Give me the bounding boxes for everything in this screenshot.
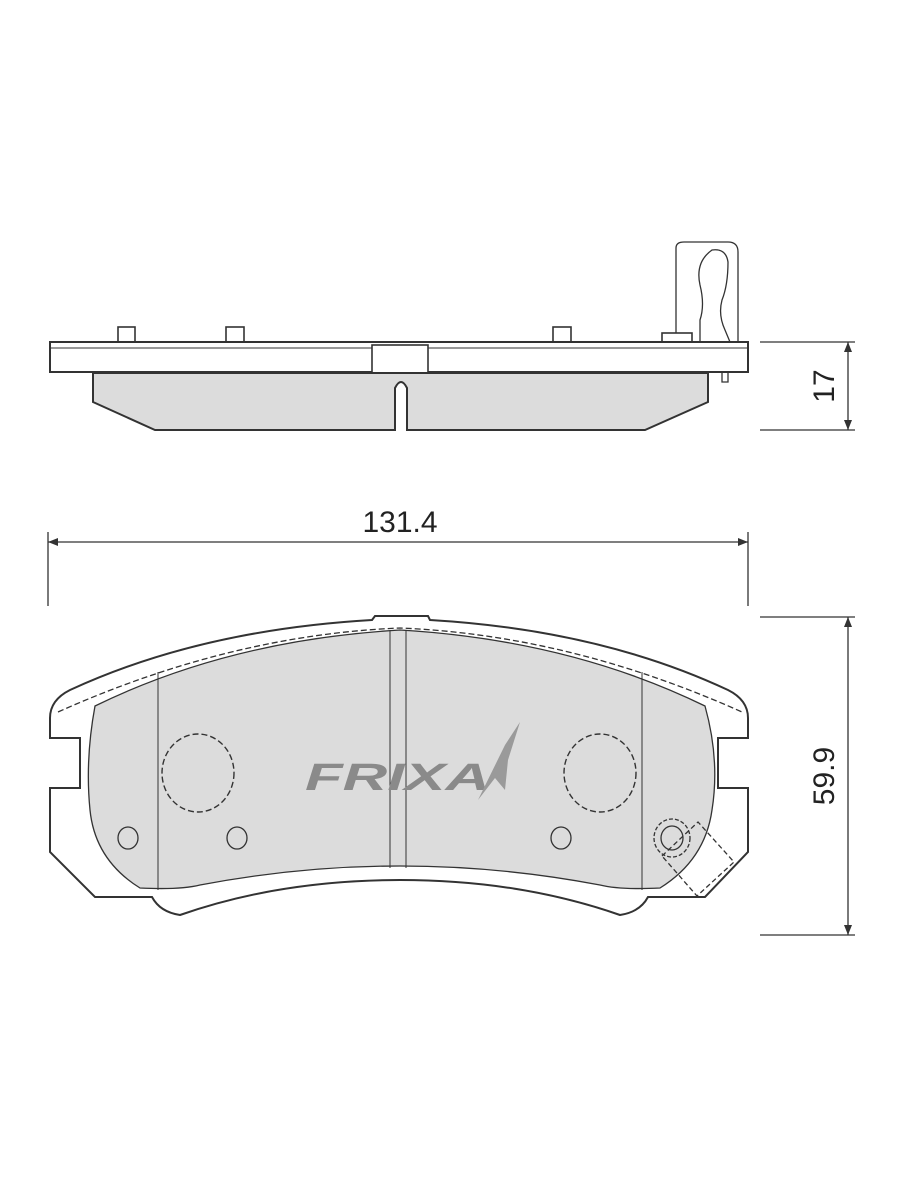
piston-circle [161,733,235,813]
thickness-dimension [760,341,855,431]
width-label: 131.4 [362,506,437,539]
thickness-label: 17 [808,369,841,402]
height-dimension [760,616,855,936]
frixa-logo: FRIXA [305,722,520,800]
height-label: 59.9 [808,747,841,805]
friction-material [87,629,716,890]
tab [552,326,572,343]
wear-sensor [653,818,735,897]
tab [225,326,245,343]
rivet-hole [550,826,572,850]
logo-text: FRIXA [305,757,490,799]
clip-base [661,332,693,343]
wear-clip [675,241,739,383]
width-dimension [47,532,749,606]
front-view [49,615,749,917]
friction-material-side [92,372,709,431]
tab [117,326,136,343]
logo-swoosh-icon [478,722,520,800]
center-block [371,344,429,376]
rivet-hole [226,826,248,850]
side-view [49,241,749,431]
piston-circle [563,733,637,813]
plate-edge-dashed [57,627,743,713]
rivet-hole [117,826,139,850]
